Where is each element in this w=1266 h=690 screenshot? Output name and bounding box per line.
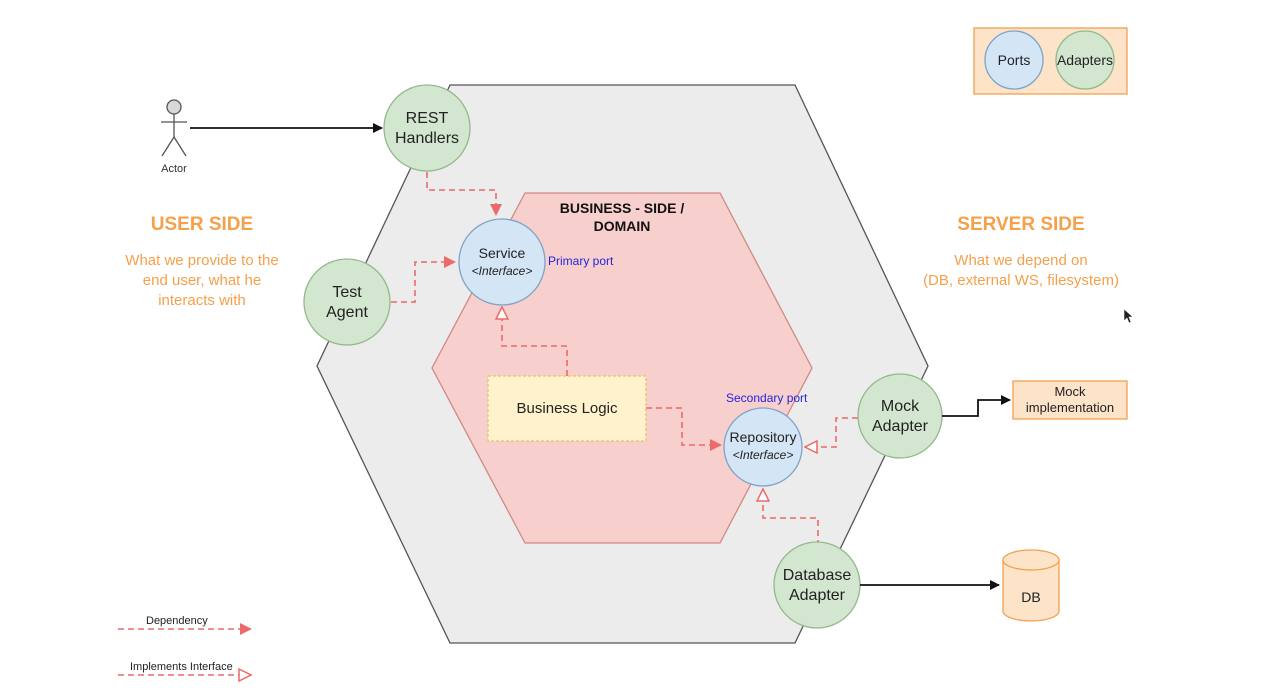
service-port[interactable]: Service <Interface> — [458, 218, 546, 306]
rest-to-service-dependency — [426, 172, 502, 216]
user-side-desc-line-1: What we provide to the — [125, 252, 278, 269]
actor-icon — [161, 99, 187, 157]
ports-adapters-legend: Ports Adapters — [973, 27, 1128, 95]
rest-handlers-adapter[interactable]: REST Handlers — [383, 84, 471, 172]
rest-handlers-line-1: REST — [406, 110, 449, 127]
mouse-cursor-icon — [1123, 308, 1134, 324]
service-port-kind: <Interface> — [472, 264, 533, 278]
mock-implementation-box[interactable]: Mock implementation — [1012, 380, 1128, 420]
legend-adapters-label: Adapters — [1057, 52, 1113, 68]
actor-label: Actor — [161, 163, 187, 175]
database-adapter-line-1: Database — [783, 567, 852, 584]
testagent-to-service-dependency — [391, 256, 456, 303]
businesslogic-implements-service — [502, 308, 568, 376]
server-side-desc-line-1: What we depend on — [954, 252, 1087, 269]
business-logic-box[interactable]: Business Logic — [487, 375, 647, 442]
database-adapter-line-2: Adapter — [789, 587, 846, 604]
implements-legend-label: Implements Interface — [130, 661, 233, 673]
mock-adapter[interactable]: Mock Adapter — [857, 373, 943, 459]
test-agent-line-1: Test — [332, 284, 362, 301]
dependency-legend-label: Dependency — [146, 615, 208, 627]
secondary-port-label: Secondary port — [726, 391, 808, 405]
repository-port-name: Repository — [730, 429, 797, 445]
mockadapter-implements-repository — [806, 417, 858, 447]
user-side-desc-line-2: end user, what he — [143, 272, 261, 289]
domain-title-line-1: BUSINESS - SIDE / — [560, 200, 685, 216]
repository-port-kind: <Interface> — [733, 448, 794, 462]
mock-impl-line-1: Mock — [1054, 384, 1086, 399]
db-cylinder-icon[interactable]: DB — [1002, 549, 1060, 622]
database-adapter[interactable]: Database Adapter — [773, 541, 861, 629]
primary-port-label: Primary port — [548, 254, 614, 268]
businesslogic-to-repository-dependency — [646, 407, 722, 451]
repository-port[interactable]: Repository <Interface> — [723, 407, 803, 487]
business-logic-label: Business Logic — [517, 400, 618, 417]
legend-adapter-circle — [1055, 30, 1115, 90]
mockadapter-to-mockimpl-arrow — [942, 395, 1011, 417]
service-port-name: Service — [479, 245, 526, 261]
rest-handlers-line-2: Handlers — [395, 130, 459, 147]
legend-ports-label: Ports — [998, 52, 1031, 68]
mock-impl-line-2: implementation — [1026, 400, 1114, 415]
mock-adapter-line-1: Mock — [881, 398, 920, 415]
legend-port-circle — [984, 30, 1044, 90]
test-agent-line-2: Agent — [326, 304, 368, 321]
db-label: DB — [1021, 589, 1040, 605]
user-side-title: USER SIDE — [151, 214, 253, 235]
domain-title-line-2: DOMAIN — [594, 218, 651, 234]
databaseadapter-implements-repository — [763, 490, 819, 546]
user-side-desc-line-3: interacts with — [158, 292, 246, 309]
mock-adapter-line-2: Adapter — [872, 418, 929, 435]
server-side-desc-line-2: (DB, external WS, filesystem) — [923, 272, 1119, 289]
server-side-title: SERVER SIDE — [957, 214, 1084, 235]
test-agent-adapter[interactable]: Test Agent — [303, 258, 391, 346]
